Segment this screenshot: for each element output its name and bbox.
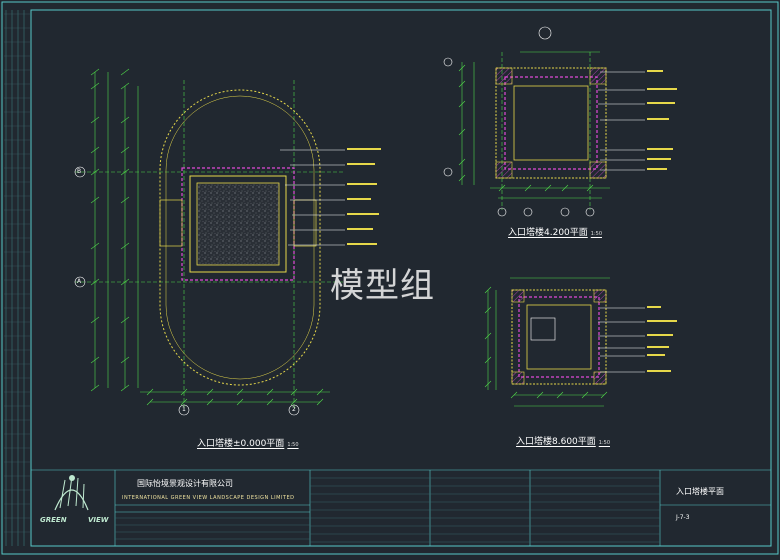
dimension-tick bbox=[90, 242, 100, 250]
plan-4200-scale: 1:50 bbox=[590, 231, 602, 237]
dimension-tick bbox=[316, 388, 324, 396]
dimension-tick bbox=[180, 398, 188, 406]
axis-label-b: B bbox=[77, 168, 82, 175]
dimension-tick bbox=[458, 158, 466, 166]
plan-8600-dimension-lines bbox=[487, 277, 610, 407]
watermark-text: 模型组 bbox=[330, 266, 435, 306]
dimension-tick bbox=[120, 168, 130, 176]
dimension-tick bbox=[90, 68, 100, 76]
binding-strip bbox=[4, 10, 30, 546]
axis-label-1: 1 bbox=[182, 406, 186, 413]
dimension-tick bbox=[90, 116, 100, 124]
dimension-tick bbox=[120, 68, 130, 76]
dimension-tick bbox=[146, 388, 154, 396]
dimension-tick bbox=[458, 128, 466, 136]
dimension-tick bbox=[90, 316, 100, 324]
dimension-tick bbox=[484, 286, 492, 294]
dimension-tick bbox=[120, 116, 130, 124]
dimension-tick bbox=[290, 398, 298, 406]
dimension-tick bbox=[600, 391, 608, 399]
dimension-tick bbox=[120, 82, 130, 90]
dimension-tick bbox=[581, 391, 589, 399]
axis-label-2: 2 bbox=[292, 406, 296, 413]
title-block-grid bbox=[31, 469, 771, 546]
dimension-tick bbox=[266, 398, 274, 406]
plan-4200-dimension-ticks bbox=[458, 64, 594, 192]
plan-4200-leaders bbox=[598, 71, 645, 171]
sheet-number: J-7-3 bbox=[676, 514, 690, 521]
dimension-tick bbox=[484, 380, 492, 388]
plan-8600 bbox=[484, 277, 677, 407]
logo-word-view: VIEW bbox=[88, 516, 109, 524]
sheet-title: 入口塔楼平面 bbox=[676, 487, 724, 496]
dimension-tick bbox=[90, 196, 100, 204]
axis-label-a: A bbox=[77, 278, 82, 285]
ground-leader-notes bbox=[347, 148, 381, 245]
dimension-tick bbox=[316, 398, 324, 406]
dimension-tick bbox=[120, 196, 130, 204]
dimension-tick bbox=[498, 184, 506, 192]
plan-8600-dimension-ticks bbox=[484, 286, 608, 399]
ground-leaders bbox=[280, 149, 345, 246]
dimension-tick bbox=[510, 391, 518, 399]
dimension-tick bbox=[458, 80, 466, 88]
dimension-tick bbox=[120, 146, 130, 154]
logo-word-green: GREEN bbox=[40, 516, 67, 524]
dimension-tick bbox=[544, 184, 552, 192]
dimension-tick bbox=[90, 278, 100, 286]
dimension-tick bbox=[236, 388, 244, 396]
dimension-tick bbox=[458, 100, 466, 108]
green-view-logo-icon bbox=[54, 475, 89, 511]
dimension-tick bbox=[561, 184, 569, 192]
dimension-tick bbox=[206, 398, 214, 406]
title-block-rows bbox=[115, 477, 660, 543]
ground-floor-plan-scale: 1:50 bbox=[287, 442, 299, 448]
company-name-cn: 国际怡境景观设计有限公司 bbox=[137, 479, 233, 488]
dimension-tick bbox=[484, 306, 492, 314]
dimension-tick bbox=[458, 64, 466, 72]
ground-dimension-ticks bbox=[90, 68, 324, 406]
dimension-tick bbox=[120, 316, 130, 324]
dimension-tick bbox=[120, 356, 130, 364]
dimension-tick bbox=[556, 391, 564, 399]
dimension-tick bbox=[484, 356, 492, 364]
dimension-tick bbox=[90, 384, 100, 392]
dimension-tick bbox=[586, 184, 594, 192]
dimension-tick bbox=[90, 82, 100, 90]
dimension-tick bbox=[206, 388, 214, 396]
dimension-tick bbox=[180, 388, 188, 396]
dimension-tick bbox=[524, 184, 532, 192]
plan-8600-scale: 1:50 bbox=[598, 440, 610, 446]
dimension-tick bbox=[536, 391, 544, 399]
dimension-tick bbox=[120, 384, 130, 392]
dimension-tick bbox=[484, 332, 492, 340]
dimension-tick bbox=[90, 168, 100, 176]
dimension-tick bbox=[236, 398, 244, 406]
dimension-tick bbox=[458, 174, 466, 182]
plan-4200-axis-bubbles bbox=[443, 26, 595, 217]
dimension-tick bbox=[290, 388, 298, 396]
ground-axis-bubbles bbox=[74, 166, 300, 416]
plan-ground-floor bbox=[74, 68, 381, 416]
company-name-en: INTERNATIONAL GREEN VIEW LANDSCAPE DESIG… bbox=[122, 495, 295, 501]
dimension-tick bbox=[90, 146, 100, 154]
dimension-tick bbox=[146, 398, 154, 406]
dimension-tick bbox=[266, 388, 274, 396]
plan-4200 bbox=[443, 26, 677, 217]
plan-8600-leader-notes bbox=[647, 306, 677, 372]
dimension-tick bbox=[120, 278, 130, 286]
dimension-tick bbox=[120, 242, 130, 250]
plan-4200-leader-notes bbox=[647, 70, 677, 170]
dimension-tick bbox=[90, 356, 100, 364]
plan-8600-leaders bbox=[598, 307, 645, 373]
